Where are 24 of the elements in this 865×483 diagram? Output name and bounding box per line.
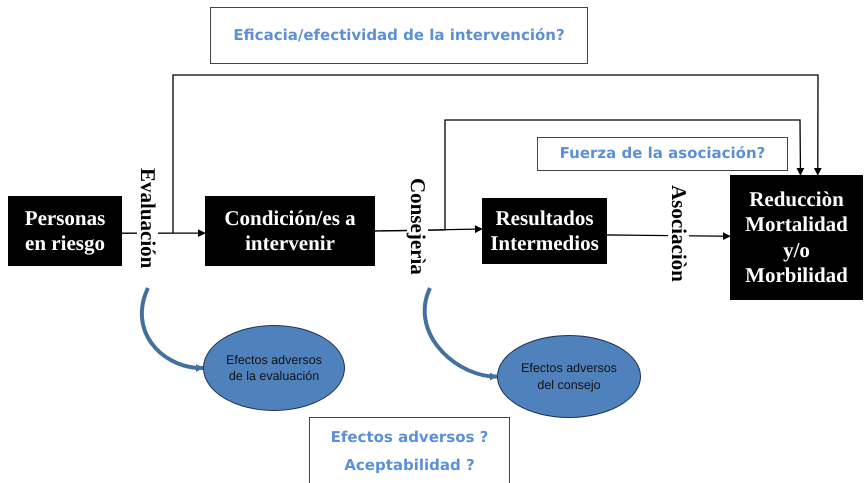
vertical-label: Consejerìa xyxy=(407,178,428,275)
arrow xyxy=(122,74,822,234)
process-box xyxy=(205,196,375,266)
node-text: Reducciòn Mortalidad y/o Morbilidad xyxy=(744,187,849,288)
node-text: Fuerza de la asociación? xyxy=(560,143,766,164)
process-box xyxy=(482,198,607,264)
arrow xyxy=(375,119,804,232)
node-text: Efectos adversos ? xyxy=(330,427,488,448)
node-text: Eficacia/efectividad de la intervención? xyxy=(233,24,565,46)
node-text: Aceptabilidad ? xyxy=(344,455,475,476)
question-box xyxy=(309,417,510,483)
question-box xyxy=(210,7,588,64)
node-text: Resultados Intermedios xyxy=(489,206,600,256)
vertical-label: Evaluación xyxy=(137,168,158,268)
node-text: Condición/es a intervenir xyxy=(223,206,357,256)
node-text: Efectos adversos del consejo xyxy=(520,360,618,393)
question-box xyxy=(537,137,788,171)
node-text: Efectos adversos de la evaluación xyxy=(225,352,323,384)
node-text: Personas en riesgo xyxy=(24,206,106,256)
outcome-box xyxy=(730,175,863,300)
curved-arrow xyxy=(422,287,498,380)
vertical-label: Asociaciòn xyxy=(668,185,689,282)
curved-arrow xyxy=(140,287,204,372)
process-box xyxy=(8,196,122,266)
